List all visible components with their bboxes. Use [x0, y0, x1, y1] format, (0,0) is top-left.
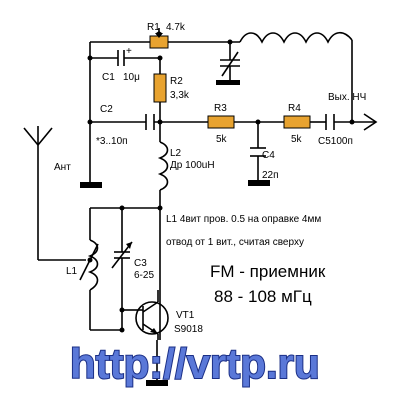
- label-r1-value: 4.7k: [166, 22, 186, 33]
- top-coil: [239, 31, 353, 44]
- label-c4: C4: [262, 150, 275, 161]
- title-line1: FM - приемник: [210, 262, 326, 281]
- label-vt1: VT1: [176, 310, 195, 321]
- label-l1: L1: [66, 266, 78, 277]
- label-l2-value: Др 100uH: [170, 160, 215, 171]
- capacitor-c5: [325, 114, 335, 130]
- label-r4: R4: [288, 103, 301, 114]
- label-antenna: Ант: [54, 162, 71, 173]
- label-c2: C2: [100, 104, 113, 115]
- ground-icon: [80, 182, 102, 188]
- watermark-url: http://vrtp.ru: [70, 340, 320, 387]
- label-r4-value: 5k: [291, 134, 303, 145]
- wires: [37, 31, 376, 380]
- label-r3-value: 5k: [216, 134, 228, 145]
- label-c5: C5100п: [318, 136, 353, 147]
- r1-wiper-arrow: [155, 33, 163, 38]
- inductor-l2: [157, 141, 169, 191]
- label-vt1-value: S9018: [174, 324, 203, 335]
- ground-icon: [216, 80, 240, 85]
- coil-note-line2: отвод от 1 вит., считая сверху: [166, 237, 304, 248]
- inductor-l1: [87, 239, 99, 291]
- capacitor-c4: [250, 147, 266, 157]
- label-c1-value: 10μ: [123, 72, 140, 83]
- label-r2: R2: [170, 76, 183, 87]
- label-r2-value: 3,3k: [170, 90, 190, 101]
- label-r3: R3: [214, 103, 227, 114]
- label-c2-value: *3..10п: [96, 136, 128, 147]
- capacitor-c2: [145, 114, 155, 130]
- junction-dots: [87, 39, 355, 333]
- label-c4-value: 22п: [262, 170, 279, 181]
- ground-icon: [146, 380, 168, 386]
- coil-note-line1: L1 4вит пров. 0.5 на оправке 4мм: [166, 214, 321, 225]
- resistor-r3: [207, 115, 235, 129]
- variable-capacitor-top: [220, 51, 240, 77]
- capacitor-c1: [117, 50, 125, 66]
- ground-icon: [248, 180, 270, 186]
- transistor-vt1: [135, 290, 169, 340]
- label-r1: R1: [147, 22, 160, 33]
- label-output: Вых. НЧ: [328, 92, 366, 103]
- label-plus: +: [126, 46, 132, 57]
- label-c3: C3: [134, 258, 147, 269]
- title-line2: 88 - 108 мГц: [214, 287, 312, 306]
- antenna-icon: [23, 126, 53, 146]
- label-l2: L2: [170, 148, 182, 159]
- resistor-r4: [283, 115, 311, 129]
- label-c1: C1: [102, 72, 115, 83]
- capacitor-c3: [111, 241, 133, 269]
- output-arrow-icon: [363, 113, 378, 131]
- label-c3-value: 6-25: [134, 270, 154, 281]
- resistor-r2: [153, 73, 167, 103]
